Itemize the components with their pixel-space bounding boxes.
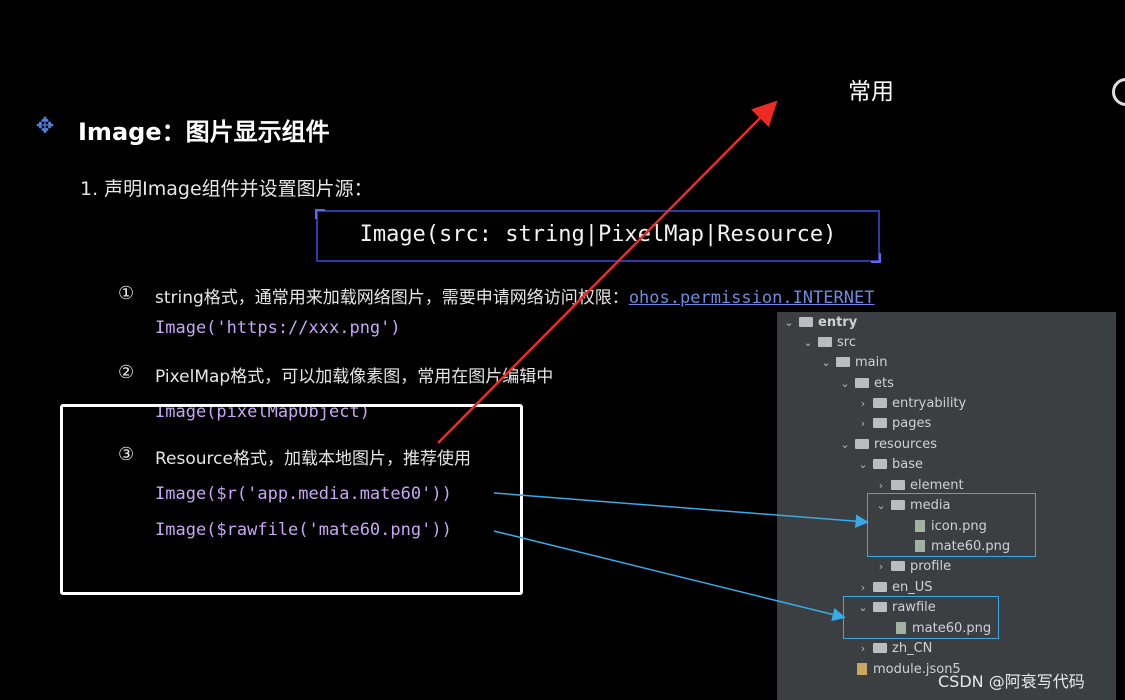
- step-heading: 1. 声明Image组件并设置图片源：: [80, 178, 373, 200]
- option-description: PixelMap格式，可以加载像素图，常用在图片编辑中: [155, 367, 554, 387]
- signature-code: Image(src: string|PixelMap|Resource): [359, 222, 837, 247]
- chevron-right-icon: ›: [860, 417, 866, 430]
- image-file-icon: [915, 520, 925, 532]
- rawfile-connector-arrow: [493, 530, 846, 622]
- tree-node-entryability[interactable]: ›entryability: [857, 394, 966, 414]
- folder-icon: [873, 459, 887, 469]
- annotation-label: 常用: [848, 79, 894, 105]
- tree-node-icon-png[interactable]: icon.png: [915, 517, 987, 537]
- tree-node-pages[interactable]: ›pages: [857, 414, 931, 434]
- folder-icon: [873, 643, 887, 653]
- module-folder-icon: [799, 317, 813, 327]
- chevron-right-icon: ›: [860, 397, 866, 410]
- tree-node-module-json5[interactable]: module.json5: [857, 660, 961, 680]
- folder-icon: [818, 337, 832, 347]
- code-line: Image(pixelMapObject): [155, 402, 370, 422]
- chevron-down-icon: ⌄: [784, 316, 794, 329]
- tree-node-profile[interactable]: ›profile: [875, 557, 951, 577]
- chevron-down-icon: ⌄: [858, 458, 868, 471]
- diamond-bullet-icon: ✥: [35, 114, 55, 139]
- chevron-down-icon: ⌄: [840, 377, 850, 390]
- folder-icon: [891, 500, 905, 510]
- option-description: Resource格式，加载本地图片，推荐使用: [155, 449, 471, 469]
- chevron-right-icon: ›: [860, 642, 866, 655]
- option-description: string格式，通常用来加载网络图片，需要申请网络访问权限：: [155, 288, 629, 308]
- chevron-right-icon: ›: [878, 479, 884, 492]
- chevron-down-icon: ⌄: [858, 601, 868, 614]
- red-arrow: [437, 100, 778, 444]
- folder-icon: [891, 480, 905, 490]
- media-connector-arrow: [493, 492, 869, 528]
- folder-icon: [873, 418, 887, 428]
- tree-node-zh-cn[interactable]: ›zh_CN: [857, 639, 933, 659]
- tree-node-resources[interactable]: ⌄resources: [839, 435, 937, 455]
- image-file-icon: [896, 622, 906, 634]
- project-tree: ⌄entry ⌄src ⌄main ⌄ets ›entryability ›pa…: [777, 312, 1116, 700]
- code-line: Image('https://xxx.png'): [155, 318, 401, 338]
- watermark: CSDN @阿衰写代码: [938, 672, 1085, 691]
- tree-node-en-us[interactable]: ›en_US: [857, 578, 933, 598]
- signature-box: Image(src: string|PixelMap|Resource): [315, 209, 881, 263]
- tree-node-base[interactable]: ⌄base: [857, 455, 923, 475]
- chevron-down-icon: ⌄: [840, 438, 850, 451]
- tree-node-mate60-png[interactable]: mate60.png: [915, 537, 1010, 557]
- tree-node-ets[interactable]: ⌄ets: [839, 374, 893, 394]
- json-file-icon: [857, 663, 867, 675]
- code-line: Image($rawfile('mate60.png')): [155, 520, 452, 540]
- folder-icon: [855, 378, 869, 388]
- tree-node-rawfile-mate60-png[interactable]: mate60.png: [896, 619, 991, 639]
- option-marker: ②: [118, 362, 135, 383]
- folder-icon: [836, 357, 850, 367]
- tree-node-src[interactable]: ⌄src: [802, 333, 856, 353]
- chevron-down-icon: ⌄: [803, 336, 813, 349]
- tree-node-element[interactable]: ›element: [875, 476, 964, 496]
- folder-icon: [891, 561, 905, 571]
- permission-link[interactable]: ohos.permission.INTERNET: [628, 288, 875, 308]
- folder-icon: [873, 398, 887, 408]
- chevron-right-icon: ›: [878, 560, 884, 573]
- option-text: string格式，通常用来加载网络图片，需要申请网络访问权限：ohos.perm…: [155, 283, 874, 308]
- option-marker: ①: [118, 283, 135, 304]
- tree-node-main[interactable]: ⌄main: [820, 353, 887, 373]
- chevron-down-icon: ⌄: [876, 499, 886, 512]
- option-marker: ③: [118, 444, 135, 465]
- folder-icon: [873, 602, 887, 612]
- tree-node-entry[interactable]: ⌄entry: [783, 313, 857, 333]
- folder-icon: [873, 582, 887, 592]
- highlight-box: [60, 404, 523, 595]
- tree-node-media[interactable]: ⌄media: [875, 496, 950, 516]
- image-file-icon: [915, 540, 925, 552]
- chevron-right-icon: ›: [860, 581, 866, 594]
- code-line: Image($r('app.media.mate60')): [155, 484, 452, 504]
- slide-title: Image：图片显示组件: [78, 118, 330, 146]
- chevron-down-icon: ⌄: [821, 356, 831, 369]
- folder-icon: [855, 439, 869, 449]
- tree-node-rawfile[interactable]: ⌄rawfile: [857, 598, 935, 618]
